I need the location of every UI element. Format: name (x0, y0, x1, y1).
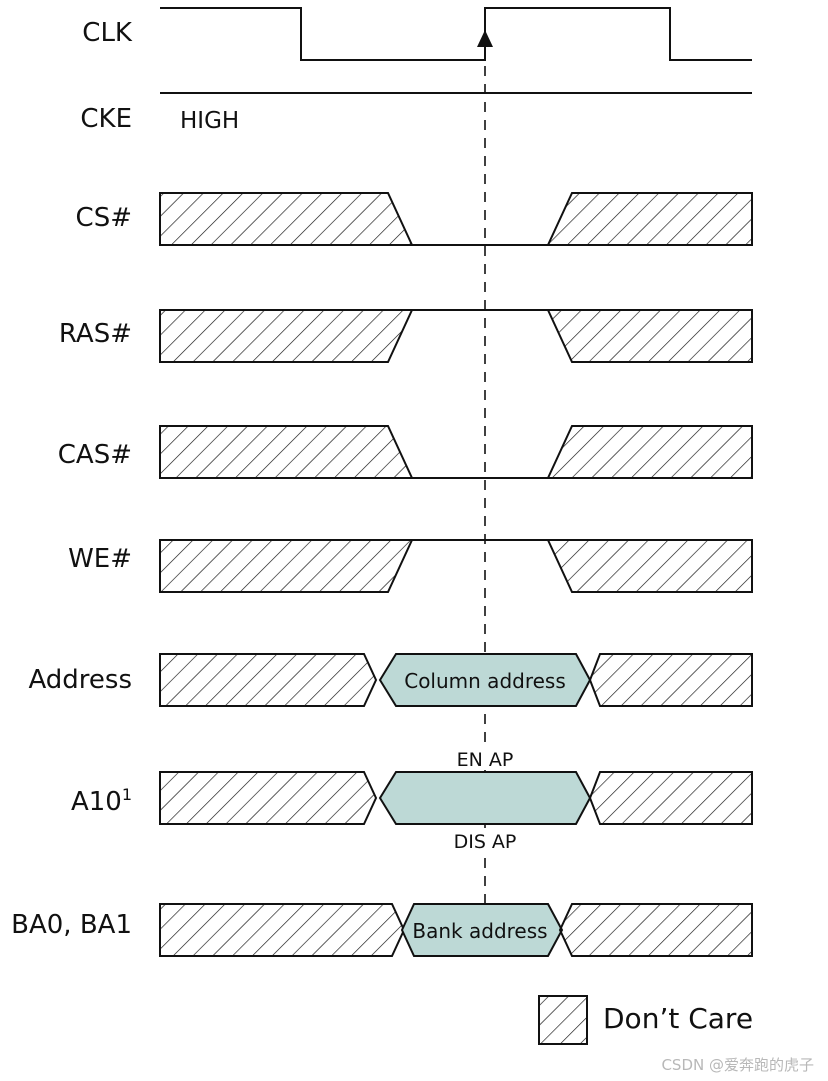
cas-waveform (159, 425, 753, 479)
signal-label-clk: CLK (82, 18, 132, 48)
legend-dont-care-label: Don’t Care (603, 1002, 754, 1035)
rising-edge-arrow (477, 30, 493, 47)
ras-waveform (159, 309, 753, 363)
signal-label-we: WE# (68, 544, 132, 574)
ba-waveform: Bank address (159, 903, 753, 957)
address-waveform: Column address (159, 653, 753, 707)
signal-label-a10: A101 (70, 785, 132, 817)
watermark: CSDN @爱奔跑的虎子 (661, 1056, 814, 1074)
dont-care-swatch (538, 995, 588, 1045)
signal-label-cs: CS# (75, 203, 132, 233)
signal-label-ras: RAS# (58, 319, 132, 349)
cke-level-label: HIGH (180, 108, 239, 134)
cs-waveform (159, 192, 753, 246)
en-ap-label: EN AP (457, 749, 514, 771)
dis-ap-label: DIS AP (454, 831, 517, 853)
a10-valid-bus (378, 771, 592, 825)
signal-label-ba: BA0, BA1 (11, 910, 132, 940)
column-address-label: Column address (404, 669, 566, 693)
bank-address-label: Bank address (412, 919, 547, 943)
column-address-bus (378, 653, 592, 707)
signal-label-cas: CAS# (57, 440, 132, 470)
clk-waveform (160, 7, 752, 61)
we-waveform (159, 539, 753, 593)
a10-waveform: EN AP DIS AP (159, 746, 753, 853)
bank-address-bus (400, 903, 564, 957)
signal-label-address: Address (28, 665, 132, 695)
a10-footnote-marker: 1 (121, 785, 132, 804)
signal-label-cke: CKE (80, 104, 132, 134)
